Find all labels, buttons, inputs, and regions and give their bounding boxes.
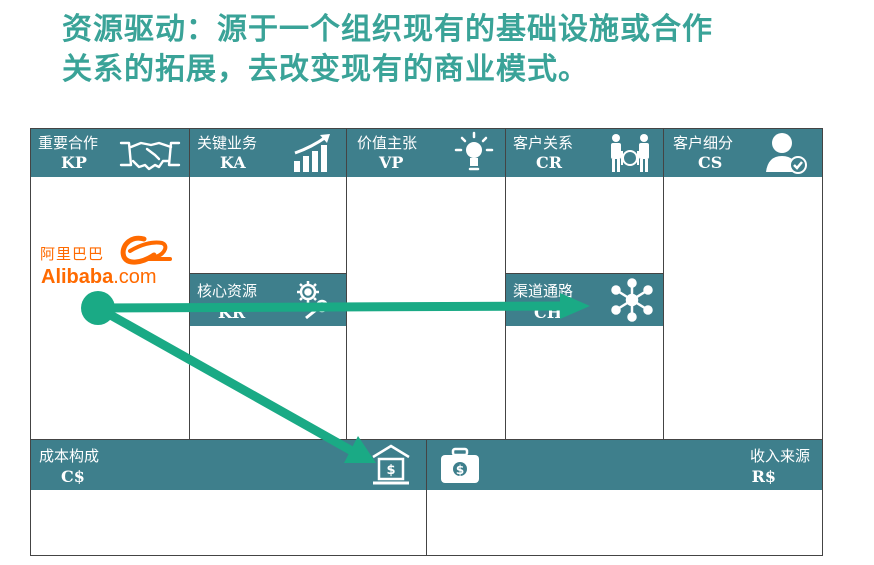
alibaba-logo-en: Alibaba.com: [41, 266, 157, 289]
lightbulb-icon: [453, 131, 495, 179]
kp-abbr: KP: [61, 153, 87, 172]
kp-label: 重要合作: [38, 134, 99, 152]
arrow-to-channels: [97, 301, 563, 313]
cs-header: 客户细分 CS: [664, 129, 822, 177]
kr-header: 核心资源 KR: [190, 274, 346, 326]
arrow-to-channels-head: [560, 293, 590, 319]
arrow-to-cost: [95, 304, 355, 455]
cr-abbr: CR: [536, 153, 563, 172]
cr-header: 客户关系 CR: [506, 129, 663, 177]
slide-title-line-1: 资源驱动：源于一个组织现有的基础设施或合作: [62, 12, 713, 47]
growth-chart-icon: [292, 133, 334, 177]
svg-text:$: $: [456, 463, 464, 477]
vp-abbr: VP: [379, 153, 404, 172]
network-icon: [610, 278, 654, 326]
revenue-abbr: R$: [751, 467, 776, 486]
ka-label: 关键业务: [197, 134, 258, 152]
ch-label: 渠道通路: [513, 282, 574, 300]
cs-label: 客户细分: [673, 134, 734, 152]
revenue-label: 收入来源: [749, 447, 810, 465]
slide-title: 资源驱动：源于一个组织现有的基础设施或合作 关系的拓展，去改变现有的商业模式。: [62, 10, 852, 90]
kp-header: 重要合作 KP: [31, 129, 189, 177]
arrow-origin-dot: [81, 291, 115, 325]
alibaba-wordmark-suffix: .com: [113, 266, 157, 288]
arrow-to-cost-head: [344, 436, 376, 463]
handshake-icon: [119, 137, 181, 175]
revenue-header: $ 收入来源 R$: [427, 440, 822, 490]
alibaba-wordmark: Alibaba: [41, 266, 114, 288]
ka-header: 关键业务 KA: [190, 129, 346, 177]
kr-label: 核心资源: [197, 282, 258, 300]
cost-abbr: C$: [61, 467, 85, 486]
alibaba-logo-cn: 阿里巴巴: [40, 245, 105, 263]
people-icon: [607, 132, 653, 178]
slide-title-line-2: 关系的拓展，去改变现有的商业模式。: [62, 52, 589, 87]
cs-block: [663, 128, 823, 440]
cr-label: 客户关系: [513, 134, 574, 152]
money-bag-icon: $: [439, 447, 481, 489]
bank-icon: $: [369, 443, 413, 491]
ka-abbr: KA: [220, 153, 246, 172]
cs-abbr: CS: [698, 153, 723, 172]
vp-label: 价值主张: [357, 134, 418, 152]
ch-header: 渠道通路 CH: [506, 274, 663, 326]
kp-block: [30, 128, 190, 440]
alibaba-e-logo-icon: [118, 233, 174, 271]
customer-icon: [764, 132, 808, 178]
vp-header: 价值主张 VP: [347, 129, 505, 177]
cost-label: 成本构成: [39, 447, 100, 465]
svg-text:$: $: [386, 463, 395, 478]
